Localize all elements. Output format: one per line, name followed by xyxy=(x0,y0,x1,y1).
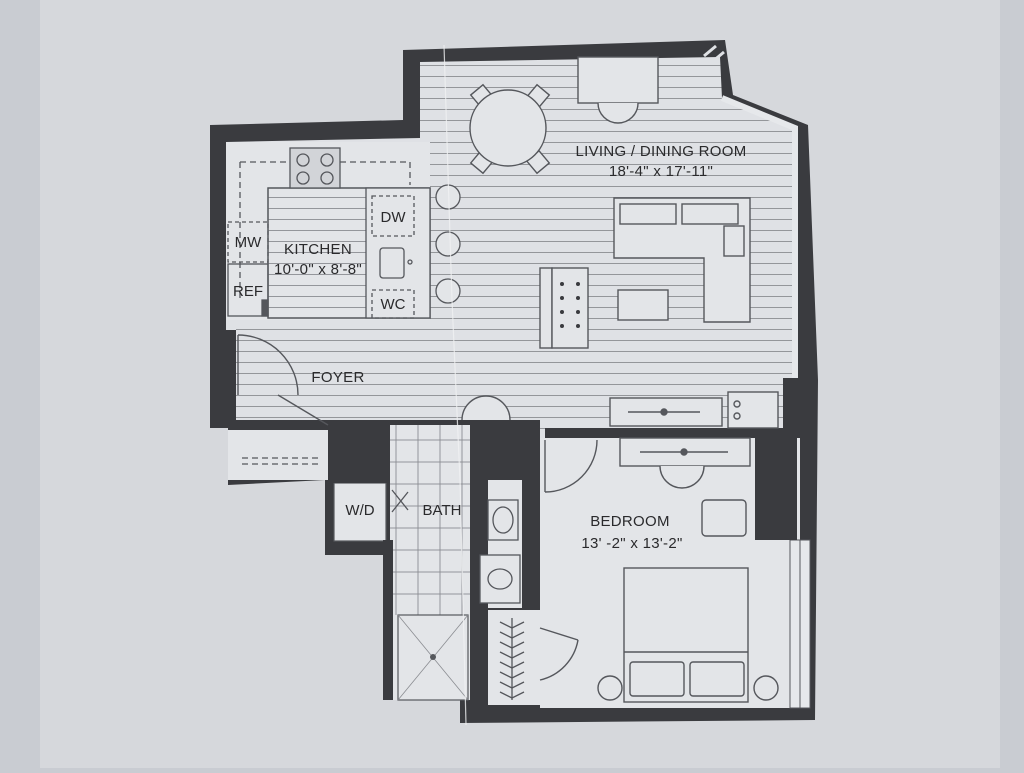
bath-door xyxy=(391,489,409,513)
bar-stools xyxy=(435,184,461,304)
kitchen-name: KITCHEN xyxy=(284,241,352,258)
bench-table xyxy=(539,267,589,349)
wood-floor-pattern xyxy=(236,57,795,438)
bath-fixtures xyxy=(479,499,521,604)
interior-walls xyxy=(328,420,797,710)
paper-crease xyxy=(443,44,467,726)
living-window xyxy=(720,95,798,378)
closet-door xyxy=(539,627,579,681)
closet-hangers xyxy=(499,618,525,700)
bedroom-furniture xyxy=(597,437,779,703)
living-room-dims: 18'-4" x 17'-11" xyxy=(609,163,713,180)
kitchen-fixtures xyxy=(227,147,431,319)
dining-set xyxy=(469,83,551,175)
credenza xyxy=(609,391,779,429)
media-console xyxy=(577,56,659,124)
laundry-closet xyxy=(333,482,387,542)
foyer-name: FOYER xyxy=(311,369,364,386)
refrigerator-label: REF xyxy=(233,283,263,300)
bath-name: BATH xyxy=(423,502,462,519)
foyer-closet xyxy=(228,430,328,480)
living-room-name: LIVING / DINING ROOM xyxy=(575,143,746,160)
kitchen-dims: 10'-0" x 8'-8" xyxy=(274,261,362,278)
entry-door xyxy=(237,334,329,426)
balcony-marks xyxy=(703,44,725,64)
dishwasher-label: DW xyxy=(381,209,407,226)
wine-cooler-label: WC xyxy=(381,296,406,313)
sectional-sofa xyxy=(613,197,751,323)
bedroom-name: BEDROOM xyxy=(590,513,670,530)
laundry-name: W/D xyxy=(345,502,374,519)
bedroom-dims: 13' -2" x 13'-2" xyxy=(581,535,682,552)
bedroom-door xyxy=(544,439,598,493)
microwave-label: MW xyxy=(235,234,262,251)
bath-door-swing xyxy=(461,395,511,421)
coffee-table xyxy=(617,289,669,321)
